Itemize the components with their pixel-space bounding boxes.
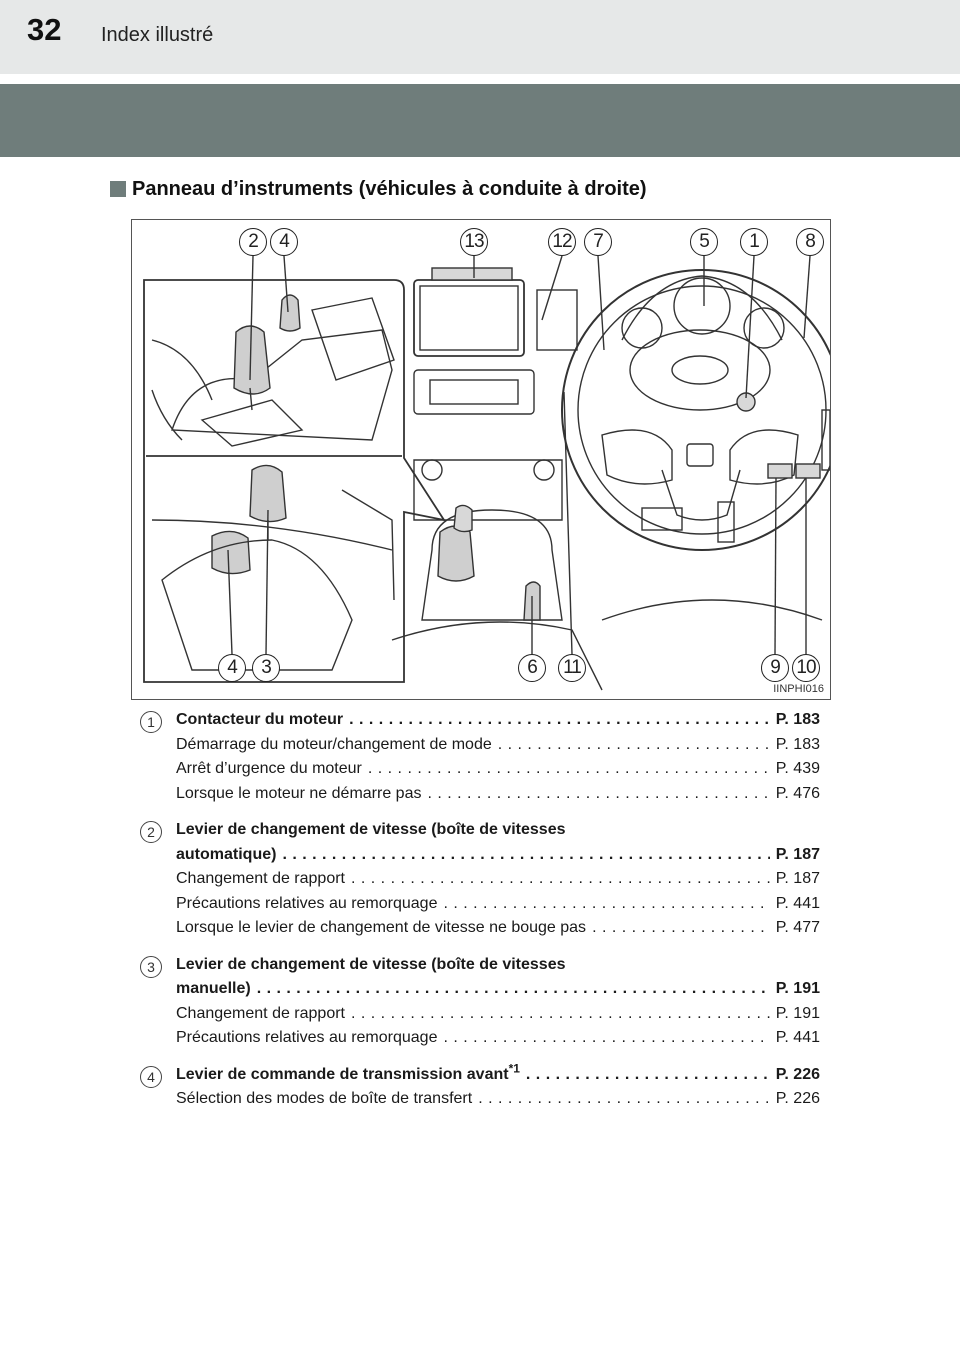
entry-sub-line[interactable]: Lorsque le levier de changement de vites… (176, 916, 820, 941)
index-entries: 1 Contacteur du moteur P. 183 Démarrage … (140, 708, 820, 1124)
entry-main-label: Contacteur du moteur (176, 711, 344, 728)
page-reference[interactable]: P. 191 (775, 1004, 820, 1022)
sub-label: Lorsque le moteur ne démarre pas (176, 784, 422, 802)
entry-sub-line[interactable]: Précautions relatives au remorquage P. 4… (176, 1026, 820, 1051)
page-number: 32 (27, 12, 62, 47)
entry-sub-line[interactable]: Changement de rapport P. 187 (176, 867, 820, 892)
callout-8: 8 (796, 228, 824, 256)
entry-number: 2 (140, 821, 162, 843)
entry-main-label: automatique) (176, 845, 277, 863)
callout-13: 13 (460, 228, 488, 256)
page-reference[interactable]: P. 183 (775, 711, 820, 728)
page-reference[interactable]: P. 191 (775, 980, 820, 997)
sub-label: Lorsque le levier de changement de vites… (176, 919, 587, 936)
figure-id: IINPHI016 (773, 683, 824, 695)
entry-main-line-1: Levier de changement de vitesse (boîte d… (176, 955, 566, 973)
index-entry-1: 1 Contacteur du moteur P. 183 Démarrage … (140, 708, 820, 806)
footnote-marker: *1 (508, 1061, 520, 1076)
leader-dots (427, 782, 769, 807)
leader-dots (257, 977, 770, 1002)
entry-main-line[interactable]: Contacteur du moteur P. 183 (176, 708, 820, 733)
sub-label: Démarrage du moteur/changement de mode (176, 735, 492, 753)
header-band (0, 0, 960, 74)
index-entry-3: 3 Levier de changement de vitesse (boîte… (140, 953, 820, 1051)
callout-12: 12 (548, 228, 576, 256)
entry-sub-line[interactable]: Démarrage du moteur/changement de mode P… (176, 733, 820, 758)
dashboard-illustration: 2 4 13 12 7 5 1 8 4 3 6 11 9 10 IINPHI01… (131, 219, 831, 700)
entry-number: 3 (140, 955, 162, 978)
sub-label: Changement de rapport (176, 870, 345, 887)
page-reference[interactable]: P. 226 (775, 1090, 820, 1107)
entry-main-line[interactable]: manuelle) P. 191 (176, 977, 820, 1002)
leader-dots (526, 1063, 770, 1088)
page-reference[interactable]: P. 477 (775, 919, 820, 936)
header-title: Index illustré (101, 24, 214, 46)
callout-3: 3 (252, 654, 280, 682)
callout-5: 5 (690, 228, 718, 256)
leader-dots (282, 843, 769, 868)
entry-sub-line[interactable]: Précautions relatives au remorquage P. 4… (176, 892, 820, 917)
entry-main-label: Levier de commande de transmission avant… (176, 1061, 520, 1088)
sub-label: Arrêt d’urgence du moteur (176, 760, 362, 777)
sub-label: Précautions relatives au remorquage (176, 894, 438, 912)
entry-main-label: manuelle) (176, 980, 251, 997)
entry-main-text: Levier de commande de transmission avant (176, 1065, 509, 1083)
callout-1: 1 (740, 228, 768, 256)
dashboard-drawing (143, 255, 830, 691)
callout-7: 7 (584, 228, 612, 256)
entry-main-line-1: Levier de changement de vitesse (boîte d… (176, 821, 566, 838)
leader-dots (351, 867, 770, 892)
callout-2: 2 (239, 228, 267, 256)
entry-sub-line[interactable]: Sélection des modes de boîte de transfer… (176, 1087, 820, 1112)
callout-4: 4 (270, 228, 298, 256)
entry-number: 1 (140, 711, 162, 733)
sub-label: Changement de rapport (176, 1004, 345, 1022)
leader-dots (349, 708, 770, 733)
page-reference[interactable]: P. 187 (775, 870, 820, 887)
callout-11: 11 (558, 654, 586, 682)
sub-label: Précautions relatives au remorquage (176, 1029, 438, 1046)
page-reference[interactable]: P. 441 (775, 1029, 820, 1046)
index-entry-2: 2 Levier de changement de vitesse (boîte… (140, 818, 820, 941)
entry-main-line[interactable]: automatique) P. 187 (176, 843, 820, 868)
index-entry-4: 4 Levier de commande de transmission ava… (140, 1061, 820, 1112)
leader-dots (368, 757, 770, 782)
leader-dots (478, 1087, 770, 1112)
entry-sub-line[interactable]: Lorsque le moteur ne démarre pas P. 476 (176, 782, 820, 807)
page-reference[interactable]: P. 226 (775, 1065, 820, 1083)
page-reference[interactable]: P. 183 (775, 735, 820, 753)
entry-sub-line[interactable]: Arrêt d’urgence du moteur P. 439 (176, 757, 820, 782)
entry-main-line[interactable]: Levier de commande de transmission avant… (176, 1061, 820, 1088)
section-heading: Panneau d’instruments (véhicules à condu… (110, 177, 647, 201)
leader-dots (498, 733, 770, 758)
section-square-icon (110, 181, 126, 197)
sub-label: Sélection des modes de boîte de transfer… (176, 1090, 473, 1107)
callout-4-bottom: 4 (218, 654, 246, 682)
chapter-band (0, 84, 960, 157)
callout-10: 10 (792, 654, 820, 682)
callout-6: 6 (518, 654, 546, 682)
leader-dots (592, 916, 770, 941)
page-reference[interactable]: P. 187 (775, 845, 820, 863)
page-reference[interactable]: P. 439 (775, 760, 820, 777)
entry-number: 4 (140, 1065, 162, 1088)
page-reference[interactable]: P. 441 (775, 894, 820, 912)
leader-dots (351, 1002, 770, 1027)
section-title: Panneau d’instruments (véhicules à condu… (132, 177, 647, 200)
leader-dots (443, 1026, 769, 1051)
page-reference[interactable]: P. 476 (775, 784, 820, 802)
leader-dots (443, 892, 769, 917)
callout-9: 9 (761, 654, 789, 682)
entry-sub-line[interactable]: Changement de rapport P. 191 (176, 1002, 820, 1027)
